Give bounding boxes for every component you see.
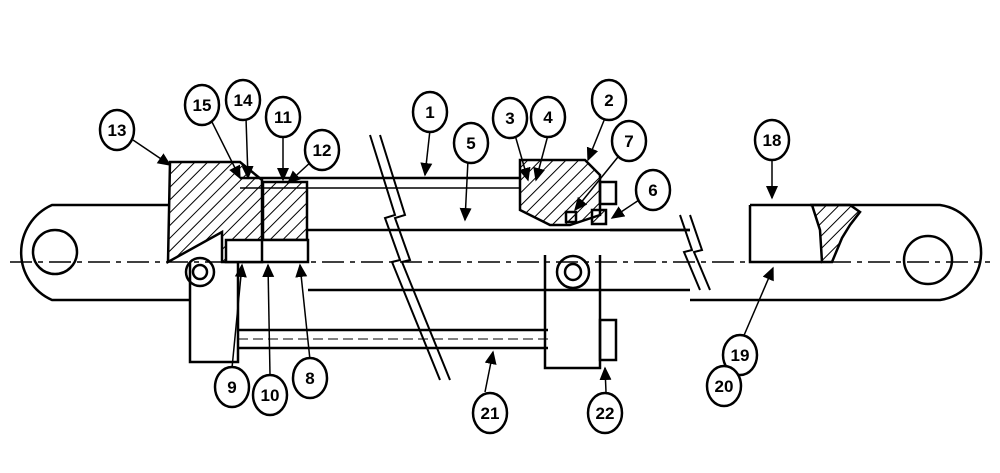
leader-lines	[132, 117, 778, 393]
callout-10: 10	[261, 386, 280, 405]
callout-14: 14	[234, 91, 253, 110]
front-head	[518, 158, 618, 370]
callout-21: 21	[481, 404, 500, 423]
piston-rod	[308, 214, 711, 292]
callout-8: 8	[305, 369, 314, 388]
callout-3: 3	[505, 109, 514, 128]
callout-9: 9	[227, 378, 236, 397]
left-clevis	[19, 203, 190, 302]
callout-18: 18	[763, 131, 782, 150]
callout-12: 12	[313, 141, 332, 160]
rod-end-clevis	[690, 203, 983, 302]
callout-6: 6	[648, 181, 657, 200]
callout-22: 22	[596, 404, 615, 423]
callout-7: 7	[624, 132, 633, 151]
callout-13: 13	[108, 121, 127, 140]
callout-4: 4	[543, 108, 553, 127]
callout-5: 5	[466, 134, 475, 153]
callout-11: 11	[274, 108, 292, 127]
callout-19: 19	[731, 346, 750, 365]
callout-labels: 13 15 14 11 12 1 5 3 4 2 7 6 18 9 10 8 2…	[108, 91, 782, 423]
callout-2: 2	[604, 91, 613, 110]
callout-1: 1	[425, 103, 434, 122]
callout-15: 15	[193, 96, 212, 115]
piston	[224, 180, 310, 264]
callout-balloons	[98, 78, 791, 435]
callout-20: 20	[715, 377, 734, 396]
